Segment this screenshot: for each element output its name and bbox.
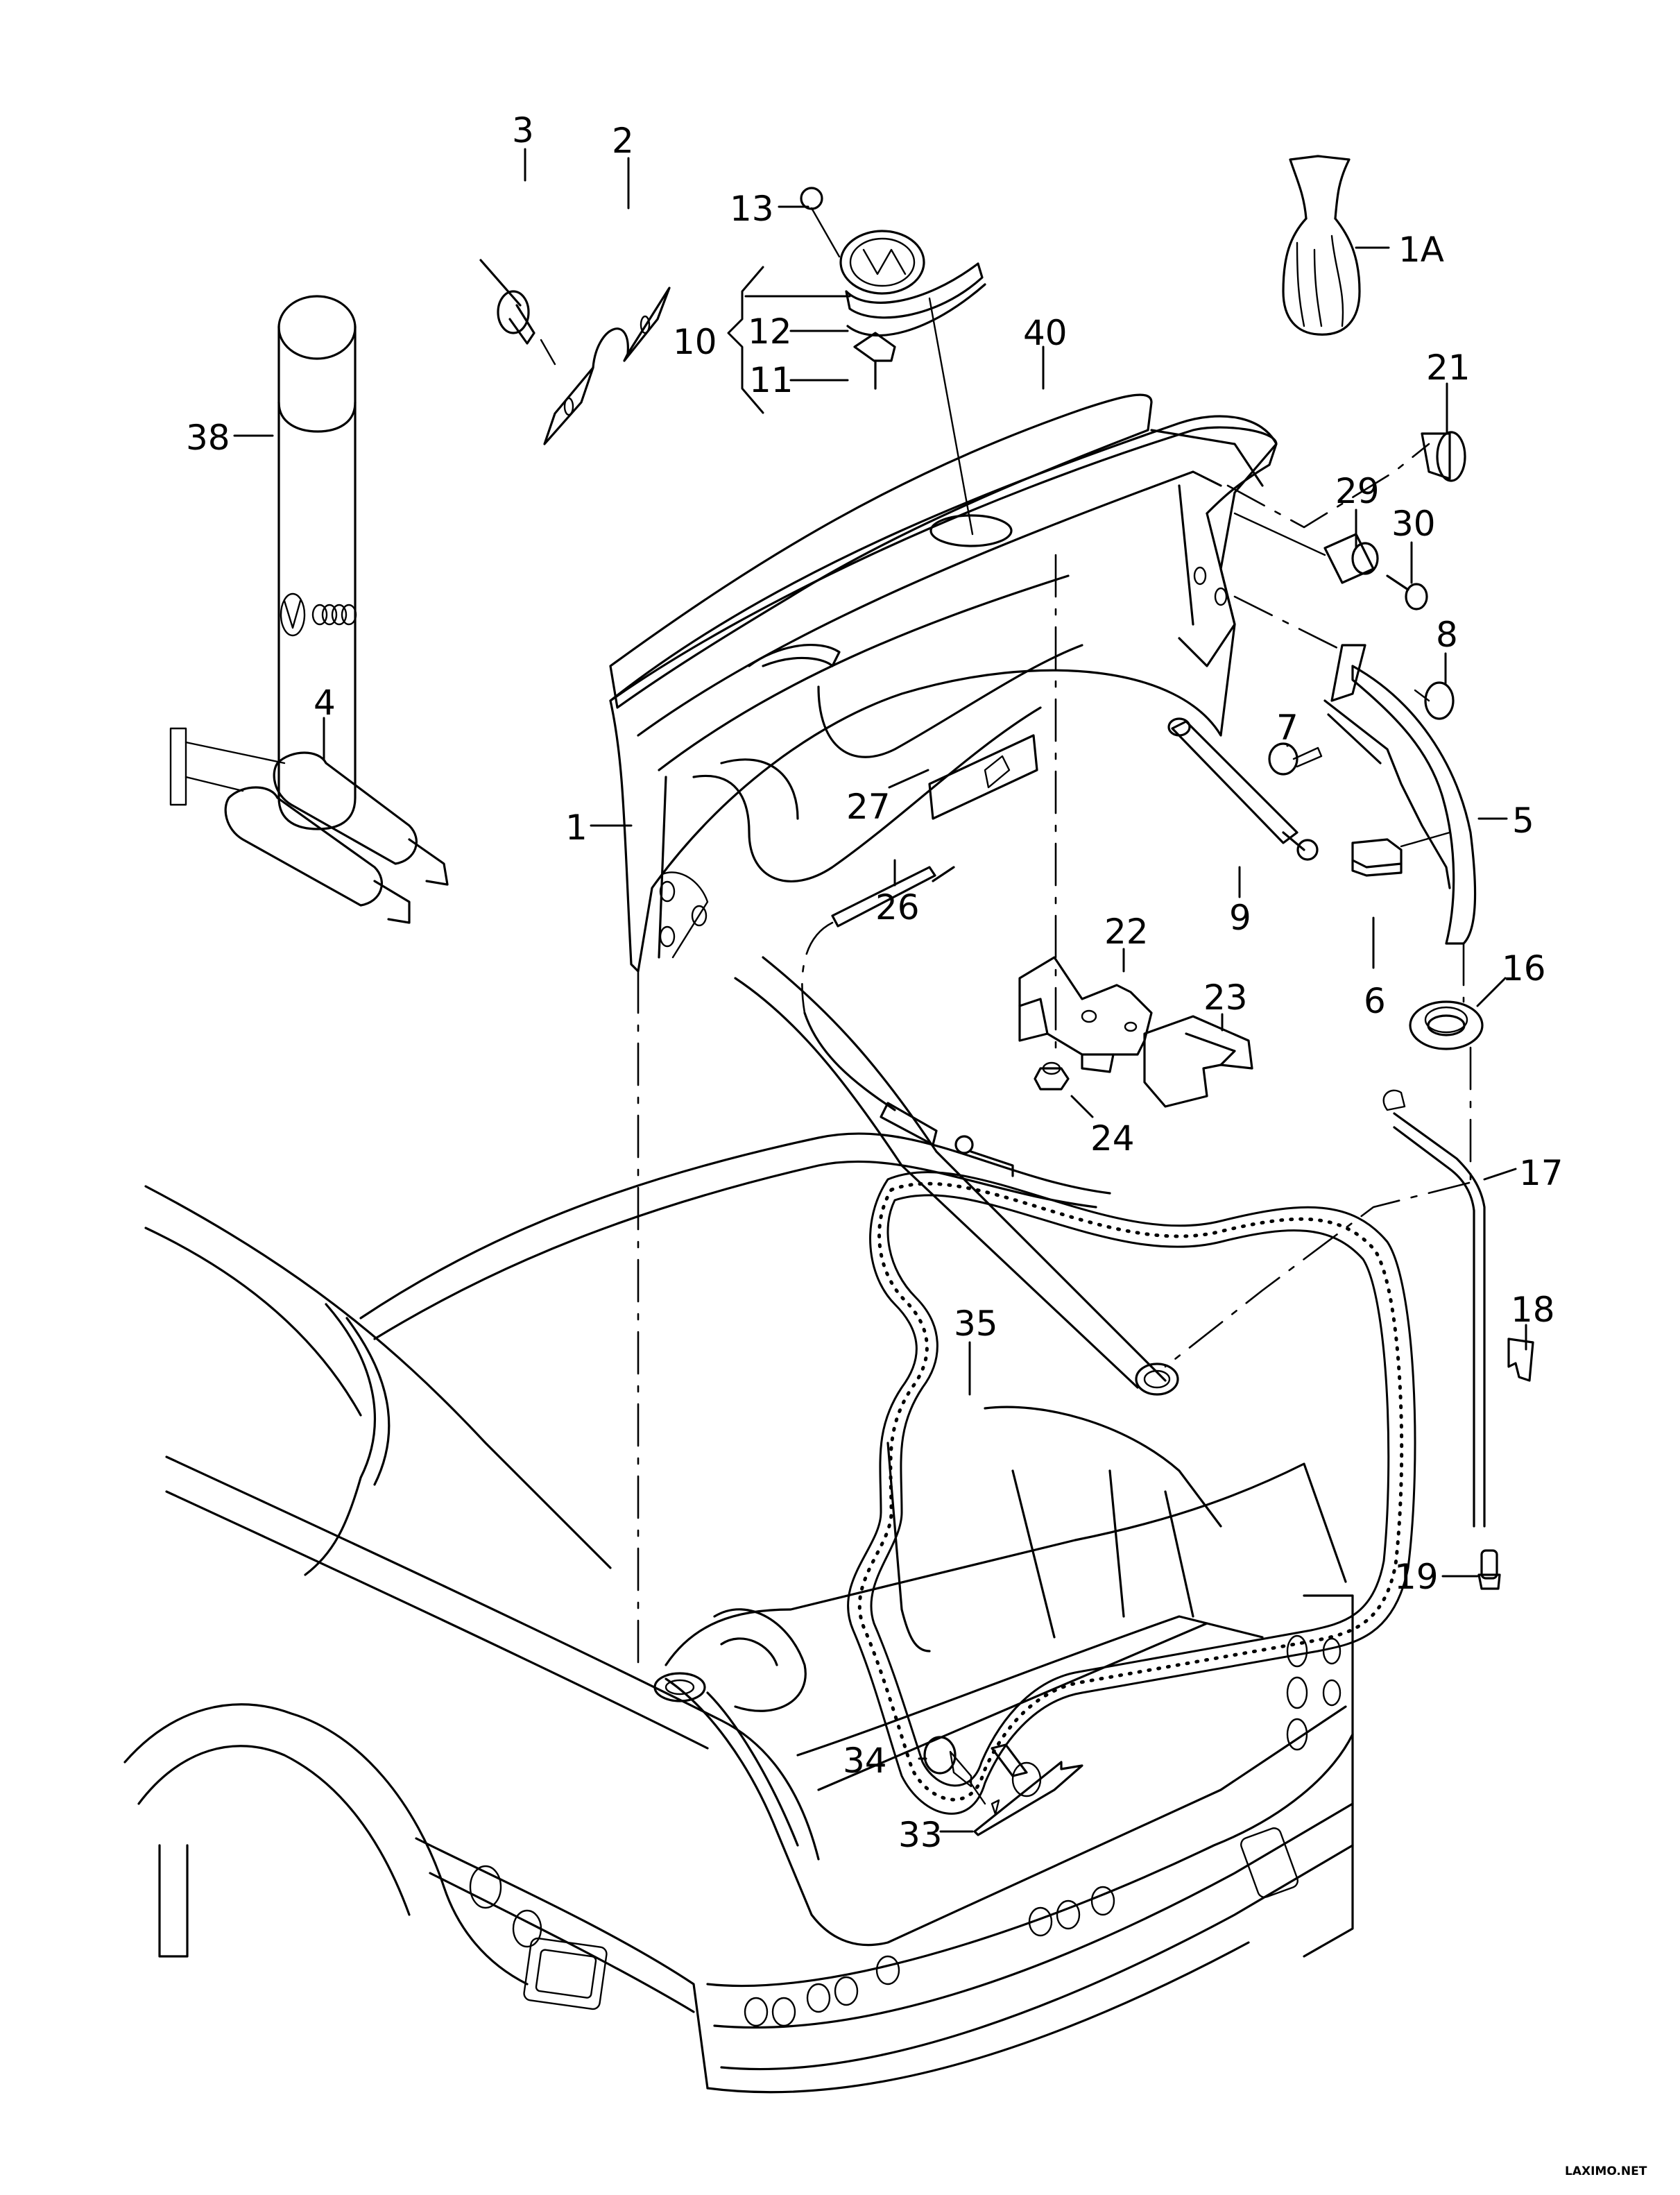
callout-18[interactable]: 18 bbox=[1511, 1290, 1555, 1330]
callout-6[interactable]: 6 bbox=[1364, 981, 1386, 1021]
hinge-part-5 bbox=[1323, 644, 1477, 945]
stop-buffer-part-21 bbox=[1421, 431, 1466, 482]
callout-13[interactable]: 13 bbox=[730, 189, 774, 229]
grommet-part-16 bbox=[1409, 1000, 1484, 1050]
lock-part-22 bbox=[1018, 956, 1153, 1073]
callout-1[interactable]: 1 bbox=[565, 808, 588, 848]
callout-1A[interactable]: 1A bbox=[1398, 230, 1444, 270]
alignment-lines bbox=[637, 297, 1472, 1666]
callout-5[interactable]: 5 bbox=[1512, 801, 1534, 841]
callout-27[interactable]: 27 bbox=[846, 787, 891, 827]
callout-leaders bbox=[233, 148, 1527, 1833]
handle-assembly-part-10 bbox=[800, 187, 986, 390]
callout-22[interactable]: 22 bbox=[1104, 912, 1149, 952]
buffer-part-6 bbox=[1351, 831, 1451, 877]
spoiler-part-40 bbox=[609, 393, 1278, 709]
callout-3[interactable]: 3 bbox=[512, 110, 534, 151]
callout-labels: 3 2 13 10 12 11 38 1A 40 21 29 30 8 7 5 … bbox=[186, 110, 1647, 2178]
grip-part-27 bbox=[928, 734, 1038, 820]
spacer-part-29 bbox=[1323, 533, 1379, 584]
callout-7[interactable]: 7 bbox=[1276, 708, 1298, 748]
callout-2[interactable]: 2 bbox=[612, 121, 634, 161]
car-body bbox=[123, 956, 1354, 2094]
nut-part-24 bbox=[1034, 1061, 1070, 1091]
striker-plate-part-33 bbox=[973, 1743, 1083, 1836]
bag-part-1A bbox=[1282, 155, 1361, 336]
callout-30[interactable]: 30 bbox=[1391, 504, 1436, 544]
callout-38[interactable]: 38 bbox=[186, 418, 230, 458]
watermark: LAXIMO.NET bbox=[1565, 2164, 1647, 2178]
callout-10[interactable]: 10 bbox=[673, 322, 717, 362]
callout-4[interactable]: 4 bbox=[314, 683, 336, 723]
spray-can-part-38 bbox=[277, 295, 357, 830]
callout-23[interactable]: 23 bbox=[1203, 977, 1248, 1018]
callout-40[interactable]: 40 bbox=[1023, 313, 1068, 353]
cover-part-23 bbox=[1143, 1015, 1253, 1108]
bolt-part-34 bbox=[923, 1736, 986, 1805]
rear-lid-part-1 bbox=[609, 415, 1278, 973]
callout-33[interactable]: 33 bbox=[898, 1815, 943, 1855]
callout-17[interactable]: 17 bbox=[1519, 1153, 1563, 1193]
drain-hose-part-17 bbox=[1382, 1089, 1486, 1528]
cable-part-26 bbox=[801, 866, 1014, 1177]
clip-part-18 bbox=[1507, 1338, 1534, 1382]
callout-9[interactable]: 9 bbox=[1229, 898, 1251, 938]
adhesive-cartridge-part-4 bbox=[169, 727, 449, 924]
callout-21[interactable]: 21 bbox=[1426, 348, 1471, 388]
valve-part-19 bbox=[1477, 1549, 1501, 1590]
bolt-part-7 bbox=[1268, 742, 1323, 776]
callout-26[interactable]: 26 bbox=[875, 887, 920, 928]
callout-35[interactable]: 35 bbox=[954, 1304, 998, 1344]
callout-29[interactable]: 29 bbox=[1335, 471, 1380, 511]
callout-19[interactable]: 19 bbox=[1394, 1557, 1439, 1597]
clip-bracket-part-2 bbox=[543, 287, 671, 445]
rivet-part-3 bbox=[479, 259, 556, 366]
callout-12[interactable]: 12 bbox=[748, 311, 792, 352]
bolt-part-8 bbox=[1414, 681, 1455, 720]
gas-strut-part-9 bbox=[1167, 717, 1319, 861]
callout-16[interactable]: 16 bbox=[1502, 948, 1546, 989]
bolt-part-30 bbox=[1386, 574, 1428, 610]
trunk-seal-part-35 bbox=[847, 1171, 1416, 1815]
callout-8[interactable]: 8 bbox=[1436, 615, 1458, 655]
callout-34[interactable]: 34 bbox=[843, 1741, 887, 1781]
callout-24[interactable]: 24 bbox=[1090, 1118, 1135, 1159]
callout-11[interactable]: 11 bbox=[749, 360, 794, 400]
